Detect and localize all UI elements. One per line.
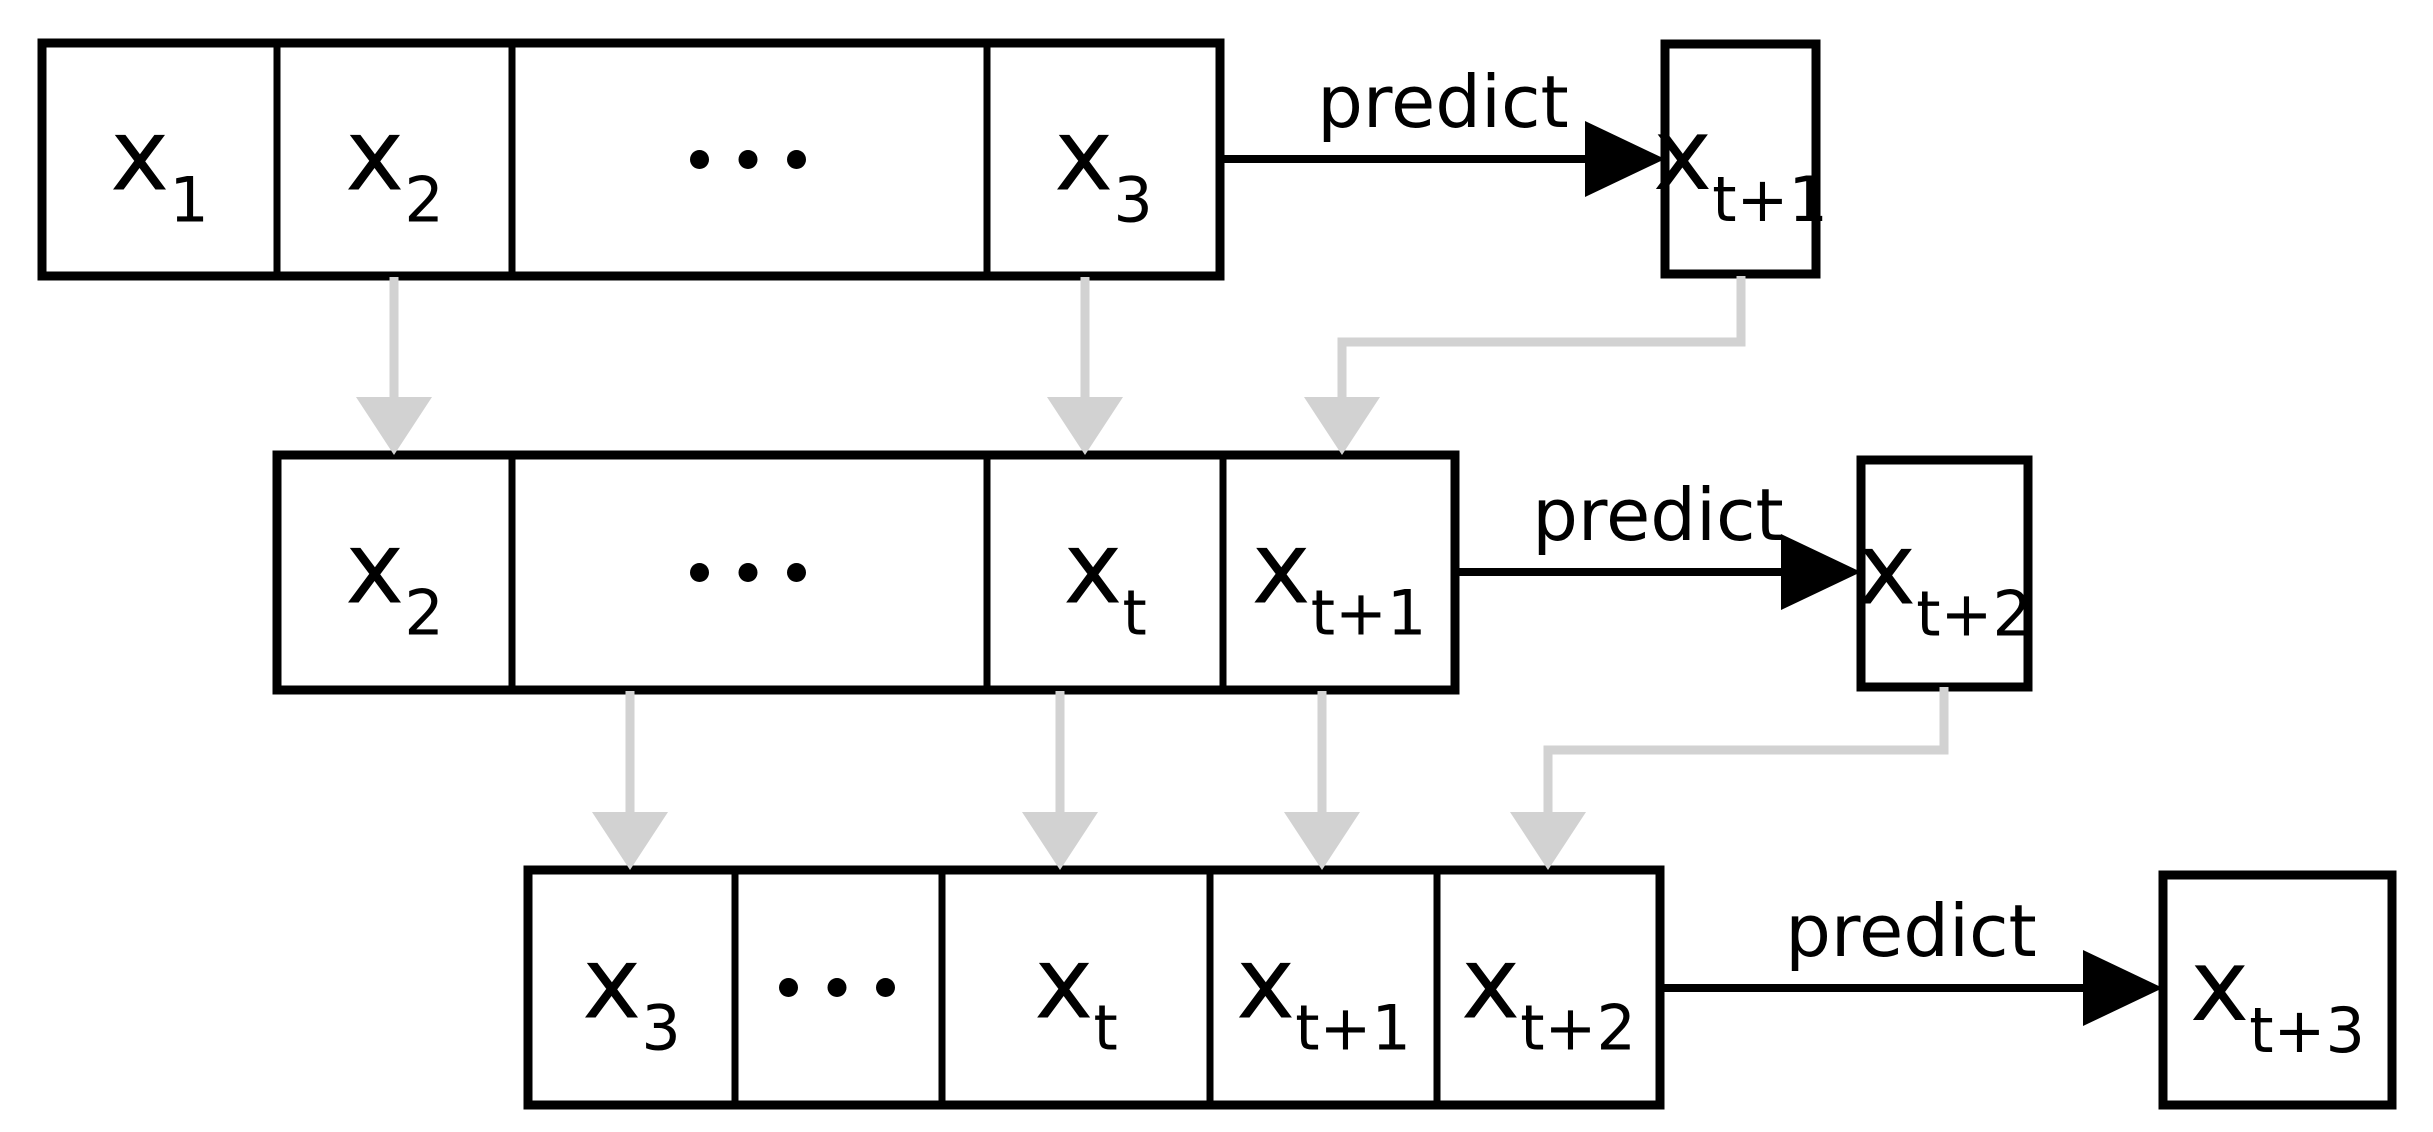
cell-label: x2 [345,97,444,237]
cell-t: xt [938,870,1118,1105]
predicted-box-label: xt+3 [2190,927,2365,1067]
cell-label: xt+1 [1252,510,1427,650]
carry-arrowhead [1284,812,1360,870]
feedback-elbow-arrow [1510,687,1949,870]
value-subscript: t+1 [1295,992,1411,1065]
cell-label: xt+2 [1461,925,1636,1065]
carry-arrowhead [356,397,432,455]
cell-label: x2 [345,510,444,650]
value-subscript: t+2 [1916,578,2032,651]
value-subscript: 1 [169,164,208,237]
predicted-box: xt+2 [1856,455,2033,692]
predicted-box-label: xt+1 [1653,96,1828,236]
value-symbol: x [1236,925,1295,1042]
cell-2: x2 [345,510,444,650]
predict-group: predict [1660,889,2163,1026]
cell-3: x3 [582,925,681,1065]
predict-label: predict [1785,889,2037,973]
ellipsis-dot [690,563,709,582]
feedback-elbow-arrow [1304,276,1746,455]
cell-ellipsis [731,870,895,1105]
cell-label: x3 [582,925,681,1065]
value-subscript: t [1093,992,1117,1065]
carry-arrowhead [1047,397,1123,455]
value-symbol: x [582,925,641,1042]
carry-arrow-down [592,691,668,870]
ellipsis-dot [787,150,806,169]
value-symbol: x [1063,510,1122,627]
cell-t+1: xt+1 [1206,870,1411,1105]
predict-label: predict [1532,473,1784,557]
value-symbol: x [1461,925,1520,1042]
value-subscript: t+1 [1311,577,1427,650]
value-subscript: t+3 [2249,994,2365,1067]
predicted-box: xt+3 [2158,870,2397,1110]
value-subscript: t+1 [1712,163,1828,236]
value-subscript: 2 [404,164,443,237]
cell-label: x1 [110,97,209,237]
predicted-box-rect [2158,870,2397,1110]
carry-arrowhead [1304,397,1380,455]
feedback-elbow-line [1337,276,1746,405]
cell-label: xt [1034,925,1118,1065]
cell-t: xt [983,455,1147,690]
cell-label: x3 [1054,97,1153,237]
value-symbol: x [2190,927,2249,1044]
predict-group: predict [1220,60,1665,197]
cell-label: xt [1063,510,1147,650]
cell-3: x3 [983,43,1153,276]
carry-arrows [356,276,1949,870]
predict-arrowhead [2083,950,2163,1026]
value-symbol: x [1054,97,1113,214]
carry-arrow-down [1284,691,1360,870]
value-symbol: x [345,510,404,627]
ellipsis-dot [876,978,895,997]
cell-t+1: xt+1 [1219,455,1427,690]
feedback-elbow-line [1543,687,1949,820]
predicted-box-rect [1660,39,1821,279]
ellipsis-dot [738,563,758,582]
predict-arrowhead [1585,121,1665,197]
value-symbol: x [1252,510,1311,627]
carry-arrow-down [1047,277,1123,455]
carry-arrowhead [1022,812,1098,870]
predict-group: predict [1455,473,1861,610]
value-subscript: 2 [404,577,443,650]
cell-t+2: xt+2 [1433,870,1636,1105]
predict-arrowhead [1781,534,1861,610]
value-symbol: x [110,97,169,214]
cell-1: x1 [110,97,209,237]
value-subscript: t [1122,577,1146,650]
predicted-box: xt+1 [1653,39,1828,279]
value-subscript: t+2 [1520,992,1636,1065]
cell-ellipsis [508,455,806,690]
cell-2: x2 [273,43,444,276]
ellipsis-dot [738,150,758,169]
value-subscript: 3 [641,992,680,1065]
carry-arrowhead [1510,812,1586,870]
value-symbol: x [1653,96,1712,213]
cell-label: xt+1 [1236,925,1411,1065]
value-symbol: x [1034,925,1093,1042]
cell-ellipsis [508,43,806,276]
predict-label: predict [1317,60,1569,144]
carry-arrow-down [1022,691,1098,870]
ellipsis-dot [787,563,806,582]
ellipsis-dot [779,978,798,997]
ellipsis-dot [690,150,709,169]
predicted-box-label: xt+2 [1857,511,2032,651]
ellipsis-dot [827,978,847,997]
value-subscript: 3 [1113,164,1152,237]
carry-arrowhead [592,812,668,870]
value-symbol: x [345,97,404,214]
value-symbol: x [1857,511,1916,628]
carry-arrow-down [356,277,432,455]
